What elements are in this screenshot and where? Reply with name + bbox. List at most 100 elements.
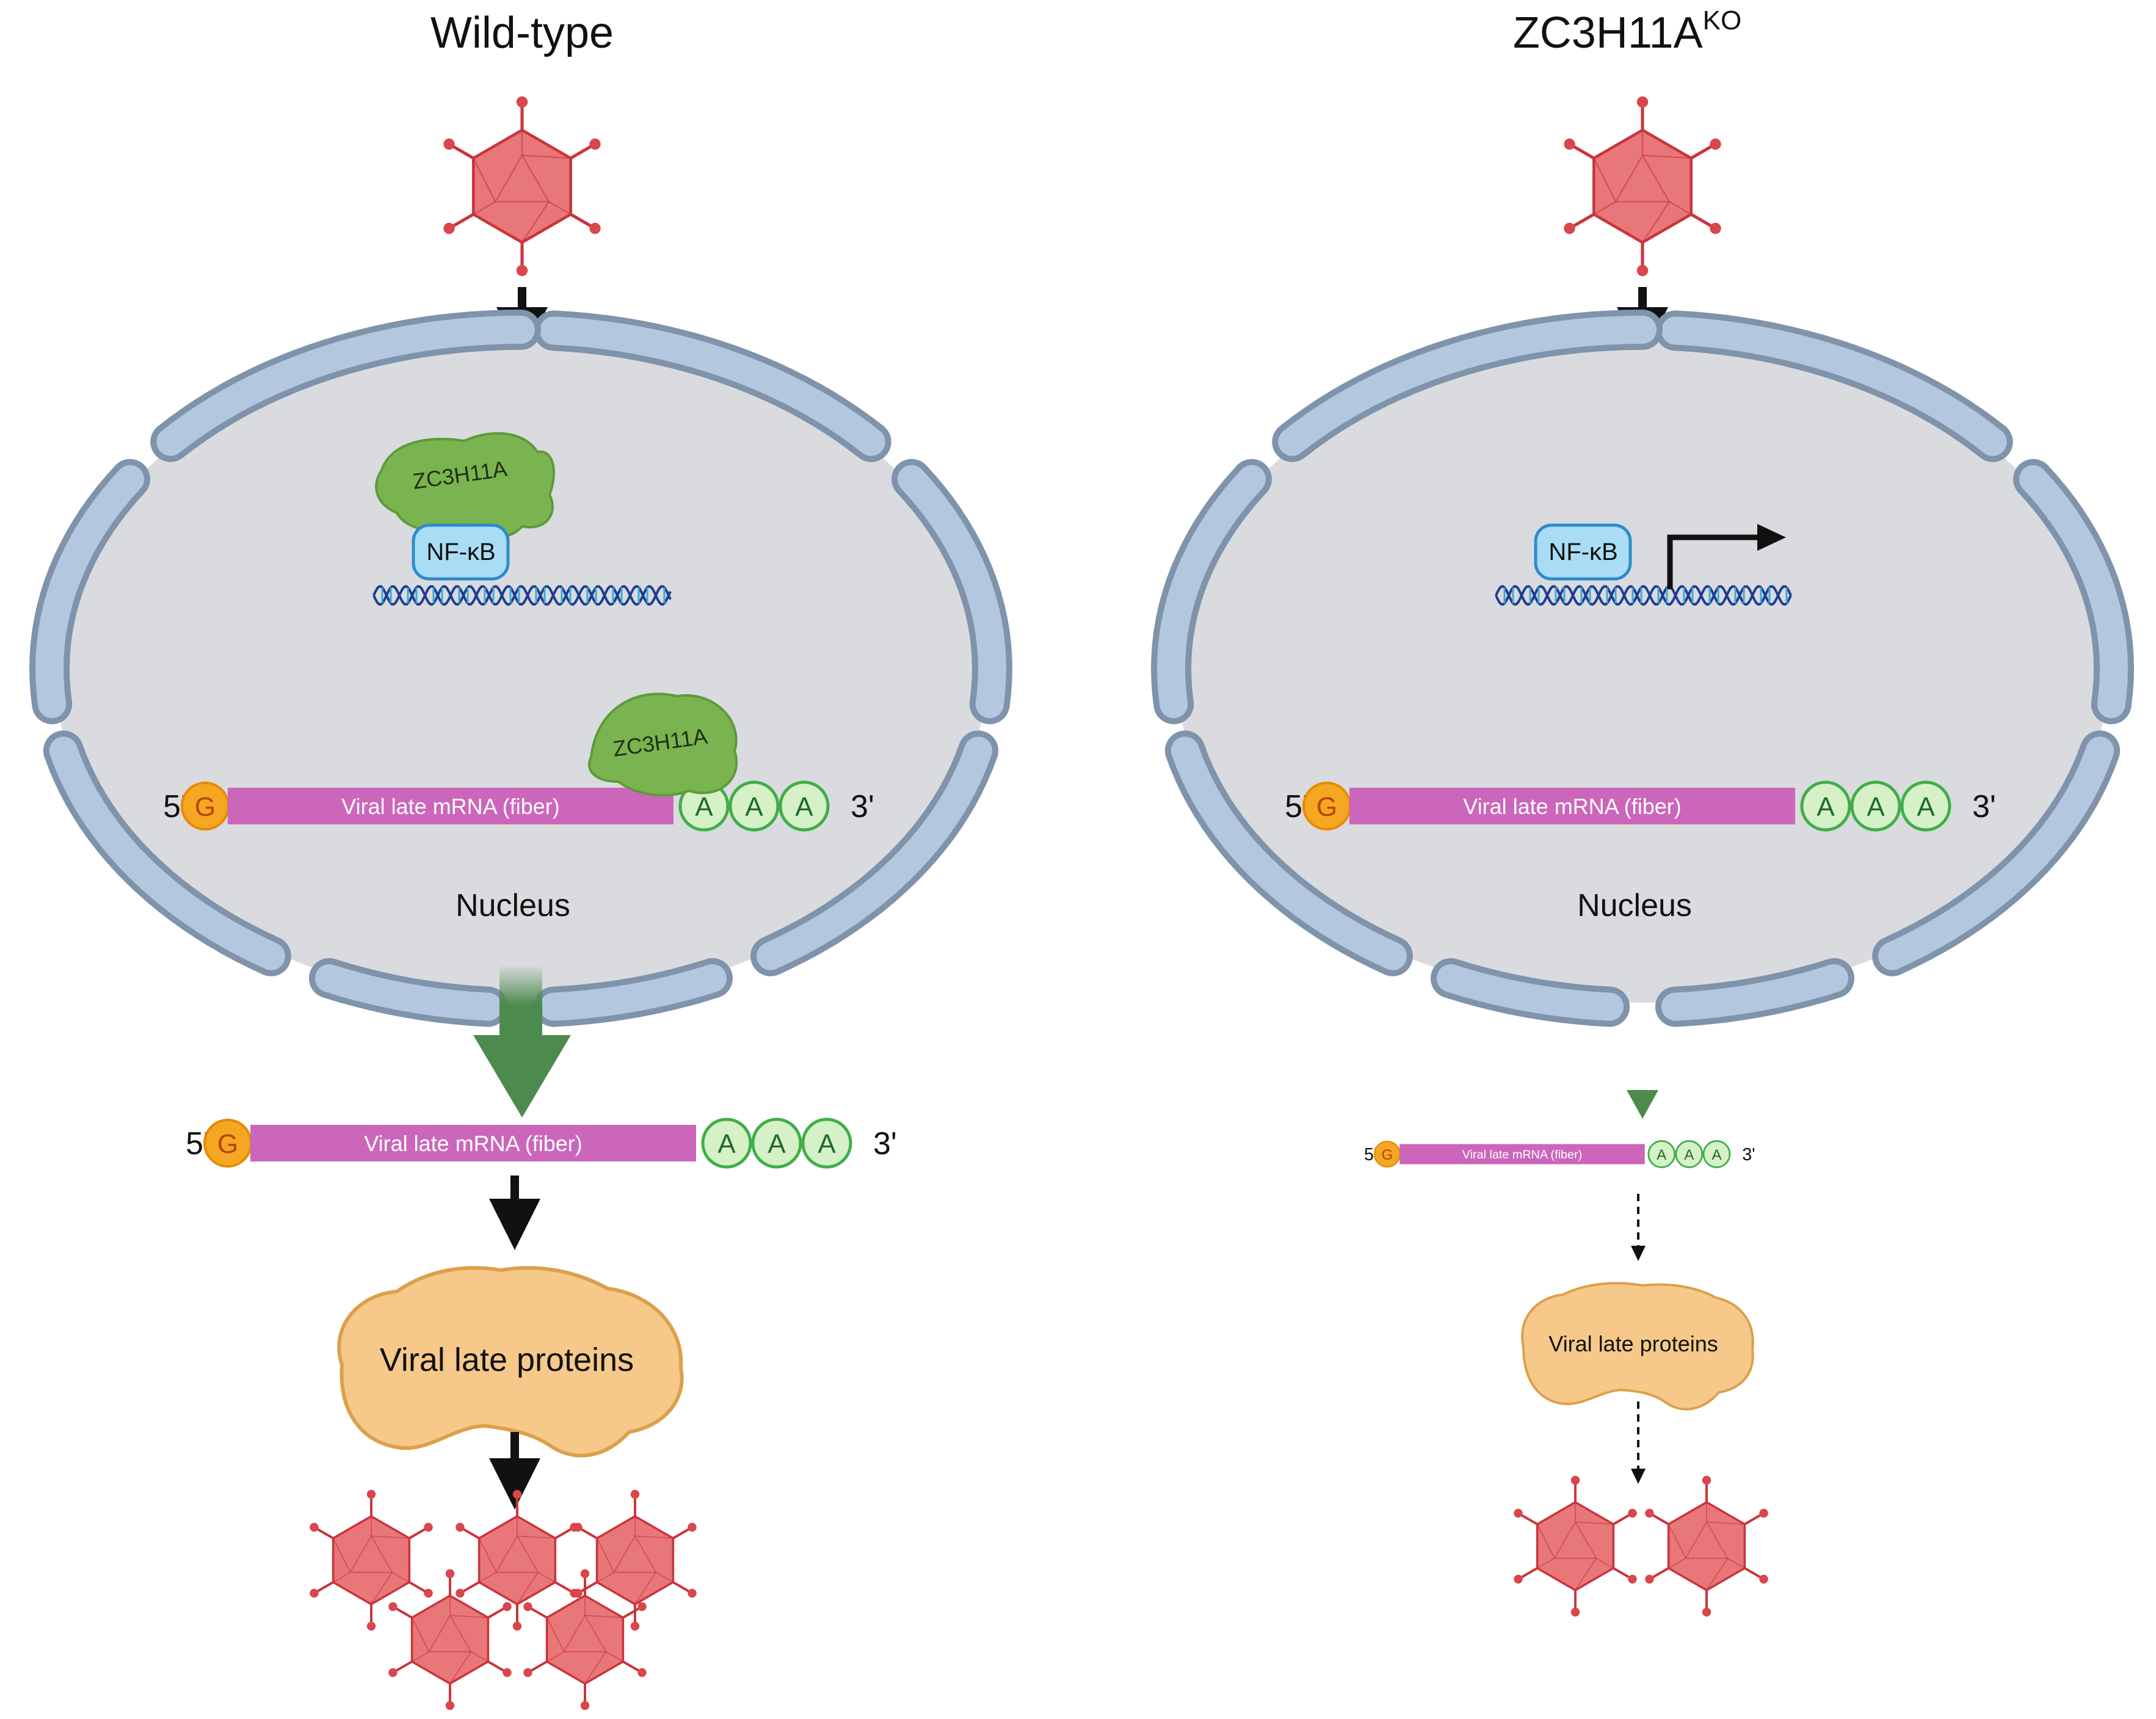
- nucleus-interior: [1176, 335, 2109, 1003]
- virus-facet-edge: [478, 1538, 497, 1573]
- virus-facet-edge: [521, 201, 550, 243]
- virus-spike-knob: [589, 138, 601, 150]
- nuclear-envelope-segment: [1661, 964, 1848, 1021]
- virus-facet-edge: [411, 1617, 430, 1652]
- virus-facet-edge: [1668, 1558, 1686, 1569]
- virus-spike-knob: [1759, 1508, 1768, 1518]
- polya-label: A: [1684, 1147, 1694, 1163]
- mrna-body: [1349, 788, 1795, 824]
- virus-spike-knob: [424, 1588, 433, 1598]
- virus-facet-edge: [449, 1651, 472, 1684]
- polya-circle: [1900, 780, 1951, 832]
- virus-facet-edge: [479, 1572, 497, 1583]
- virus-facet: [495, 1535, 539, 1573]
- virus-facet: [428, 1614, 472, 1652]
- nuclear-envelope-segment: [156, 316, 535, 456]
- virus-spike-knob: [688, 1522, 697, 1532]
- nucleus-label-wt: Nucleus: [456, 888, 570, 923]
- virus-icon-incoming-ko: [1564, 96, 1721, 277]
- nuclear-envelope-segment: [315, 964, 503, 1021]
- cap-label: G: [195, 792, 216, 822]
- transcription-start-arrow: [1667, 534, 1759, 589]
- virus-spike-knob: [637, 1668, 647, 1677]
- polya-label: A: [1917, 792, 1935, 822]
- virus-spike-knob: [424, 1522, 433, 1532]
- virus-facet-edge: [333, 1572, 351, 1583]
- virus-facet: [349, 1535, 393, 1573]
- virus-facet-edge: [1706, 1558, 1729, 1591]
- three-prime-label: 3': [1972, 789, 1996, 824]
- virus-spike-knob: [1564, 222, 1575, 234]
- virus-spike-knob: [456, 1522, 465, 1532]
- virus-spike-knob: [1702, 1607, 1711, 1617]
- cap-label: G: [217, 1129, 238, 1159]
- mrna-label: Viral late mRNA (fiber): [364, 1131, 582, 1156]
- virus-spike-knob: [503, 1602, 512, 1612]
- translation-arrow-head-ko: [1631, 1246, 1646, 1261]
- polya-circle: [1675, 1140, 1704, 1168]
- title-wild-type: Wild-type: [430, 9, 614, 57]
- virus-spike-knob: [630, 1621, 640, 1631]
- virus-spike-knob: [516, 96, 528, 108]
- virus-spike-knob: [1710, 222, 1721, 234]
- virus-facet-edge: [634, 1535, 673, 1539]
- virus-spike-knob: [1564, 138, 1575, 150]
- virus-facet-edge: [332, 1538, 351, 1573]
- virus-spike-knob: [589, 222, 601, 234]
- virus-facet-edge: [1706, 1521, 1745, 1525]
- virus-facet-edge: [1642, 154, 1691, 159]
- virus-spike-knob: [388, 1668, 397, 1677]
- nuclear-envelope-segment: [1278, 316, 1657, 456]
- virus-spike-knob: [1628, 1508, 1637, 1518]
- nfkb-label-ko: NF-κB: [1548, 539, 1617, 565]
- virus-facet-edge: [546, 1617, 565, 1652]
- virus-icon-progeny-wt-1: [310, 1489, 433, 1631]
- nuclear-envelope-segment: [49, 736, 285, 970]
- virus-spike-knob: [1759, 1574, 1768, 1584]
- mrna-label: Viral late mRNA (fiber): [341, 794, 559, 819]
- virus-facet-edge: [548, 201, 572, 215]
- virus-icon-progeny-wt-5: [523, 1569, 647, 1710]
- mrna-body: [250, 1125, 696, 1161]
- virus-facet: [563, 1614, 607, 1652]
- virus-facet-edge: [470, 1651, 488, 1662]
- nfkb-box-ko: [1534, 523, 1632, 581]
- virus-spike-knob: [1645, 1508, 1654, 1518]
- virus-facet-edge: [517, 1572, 539, 1605]
- virus-spike-knob: [456, 1588, 465, 1598]
- virus-spike-knob: [512, 1489, 522, 1499]
- virus-spike-knob: [1514, 1508, 1523, 1518]
- nucleus-wt: [29, 310, 1013, 1027]
- virus-facet-edge: [449, 1615, 488, 1618]
- nuclear-envelope-segment: [1661, 316, 2007, 456]
- virus-facet: [613, 1535, 657, 1573]
- virus-spike-knob: [503, 1668, 512, 1677]
- title-knockout-superscript: KO: [1703, 5, 1742, 35]
- virus-spike-knob: [445, 1569, 455, 1579]
- virus-icon-progeny-wt-3: [573, 1489, 697, 1631]
- export-arrow-shaft-wt: [499, 965, 542, 1038]
- virus-facet-edge: [1537, 1558, 1555, 1569]
- virus-spike-knob: [1628, 1574, 1637, 1584]
- polya-label: A: [795, 792, 813, 822]
- virus-spike-knob: [580, 1569, 590, 1579]
- polya-label: A: [695, 792, 713, 822]
- virus-spike-knob: [443, 138, 455, 150]
- virus-spike-knob: [512, 1621, 522, 1631]
- virus-facet-edge: [1575, 1521, 1614, 1525]
- nucleus-ko: [1150, 310, 2135, 1027]
- virus-facet-edge: [1575, 1558, 1597, 1591]
- virus-facet-edge: [537, 1572, 556, 1583]
- virus-spike-knob: [1702, 1475, 1711, 1485]
- nuclear-envelope-segment: [1878, 736, 2114, 970]
- nuclear-envelope-segment: [539, 316, 885, 456]
- virus-facet-edge: [597, 1572, 615, 1583]
- dna-strand: [1495, 585, 1792, 606]
- virus-spike-knob: [1514, 1574, 1523, 1584]
- virus-spike-knob: [630, 1489, 640, 1499]
- five-prime-label: 5': [1364, 1145, 1377, 1165]
- virus-facet-edge: [1593, 158, 1617, 202]
